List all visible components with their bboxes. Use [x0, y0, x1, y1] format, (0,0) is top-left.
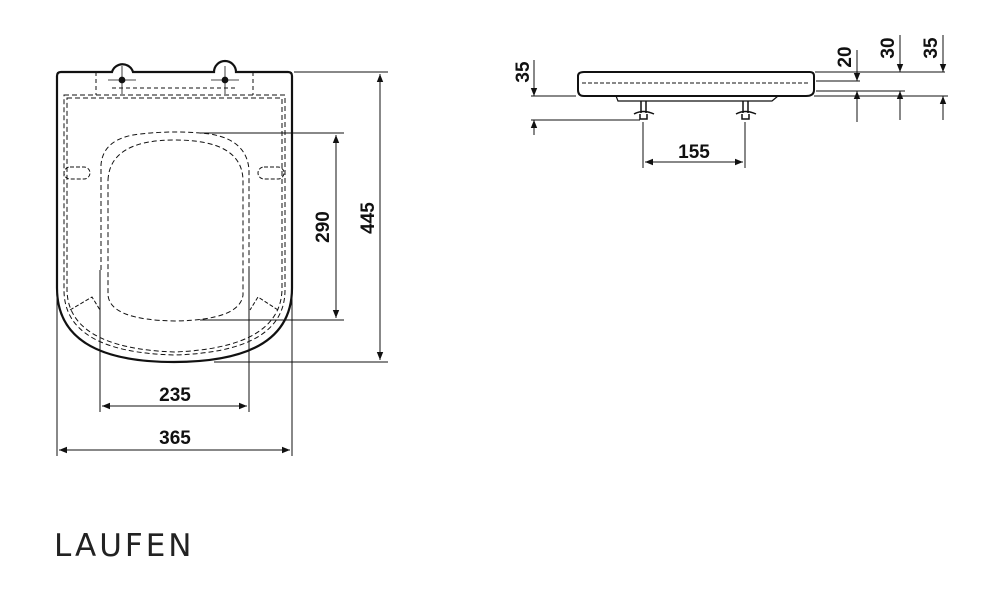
dim-label-155: 155 [678, 142, 710, 163]
hinge-mark-right [211, 66, 239, 94]
seat-opening [100, 131, 250, 270]
lid-inner-outline [63, 94, 286, 356]
dim-label-445: 445 [358, 202, 379, 234]
side-seat-outline [577, 71, 815, 97]
dim-label-35-right: 35 [921, 37, 942, 59]
dim-label-20: 20 [835, 46, 856, 67]
side-hinge-plate [615, 95, 779, 102]
dim-label-290: 290 [313, 211, 334, 243]
side-hinge-pin-left [633, 101, 655, 120]
seat-outline [55, 59, 294, 364]
side-hinge-pin-right [735, 101, 757, 120]
laufen-logo: LAUFEN [54, 528, 195, 564]
hinge-mark-left [108, 66, 136, 94]
dim-label-35-left: 35 [513, 61, 534, 83]
dim-label-30: 30 [878, 37, 899, 58]
dim-label-235: 235 [159, 385, 191, 406]
dim-label-365: 365 [159, 428, 191, 449]
